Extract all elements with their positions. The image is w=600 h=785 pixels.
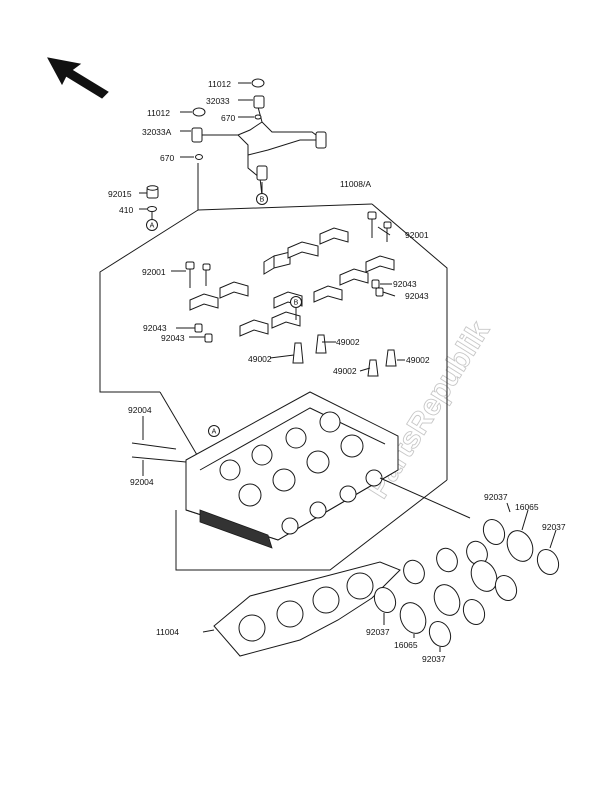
callout-92043-r2: 92043	[405, 291, 429, 301]
callout-11004: 11004	[156, 627, 179, 637]
callout-32033: 32033	[206, 96, 230, 106]
ref-marker-b-cam: B	[290, 296, 302, 320]
callout-92037-tr: 92037	[484, 492, 508, 502]
callout-670-top: 670	[221, 113, 235, 123]
head-gasket-11004	[213, 561, 401, 657]
callout-16065-bl: 16065	[394, 640, 418, 650]
callout-49002-b: 49002	[248, 354, 272, 364]
callout-92037-r: 92037	[542, 522, 566, 532]
callout-92043-l1: 92043	[143, 323, 167, 333]
intake-holders	[373, 477, 560, 648]
svg-text:A: A	[150, 223, 155, 230]
callout-92015: 92015	[108, 189, 132, 199]
callout-49002-d: 49002	[406, 355, 430, 365]
callout-92037-bl: 92037	[366, 627, 390, 637]
camshaft-caps	[189, 227, 395, 337]
assembly-outline	[99, 203, 448, 571]
front-direction-arrow-icon	[47, 57, 109, 99]
callout-11008A: 11008/A	[340, 179, 371, 189]
ref-marker-a-head: A	[208, 425, 220, 437]
callout-11012-left: 11012	[147, 108, 170, 118]
callout-92043-r1: 92043	[393, 279, 417, 289]
callout-32033A: 32033A	[142, 127, 172, 137]
cap-bolts	[185, 211, 392, 288]
callout-49002-c: 49002	[333, 366, 357, 376]
plugs-49002	[292, 334, 397, 377]
svg-text:A: A	[212, 429, 217, 436]
ref-marker-b-pipe: B	[256, 193, 268, 205]
callout-labels: 11012 32033 11012 670 32033A 670 11008/A…	[108, 79, 566, 664]
callout-92001-left: 92001	[142, 267, 166, 277]
oil-pipe-assembly	[191, 78, 327, 197]
leader-lines-top	[180, 82, 263, 210]
ref-marker-a-left: A	[146, 219, 158, 231]
callout-92004-top: 92004	[128, 405, 152, 415]
cylinder-head	[185, 391, 399, 549]
dowel-pins	[194, 279, 384, 343]
callout-92004-bot: 92004	[130, 477, 154, 487]
callout-49002-a: 49002	[336, 337, 360, 347]
callout-410: 410	[119, 205, 133, 215]
callout-92037-b: 92037	[422, 654, 446, 664]
callout-92001-right: 92001	[405, 230, 429, 240]
callout-92043-l2: 92043	[161, 333, 185, 343]
studs-92004	[131, 442, 187, 463]
callout-11012-top: 11012	[208, 79, 231, 89]
ref-marker-b-label: B	[260, 197, 265, 204]
cap-nut-92015	[139, 185, 159, 219]
callout-16065-tr: 16065	[515, 502, 539, 512]
svg-text:B: B	[294, 300, 299, 307]
leader-lines-lower	[142, 226, 557, 652]
callout-670-left: 670	[160, 153, 174, 163]
